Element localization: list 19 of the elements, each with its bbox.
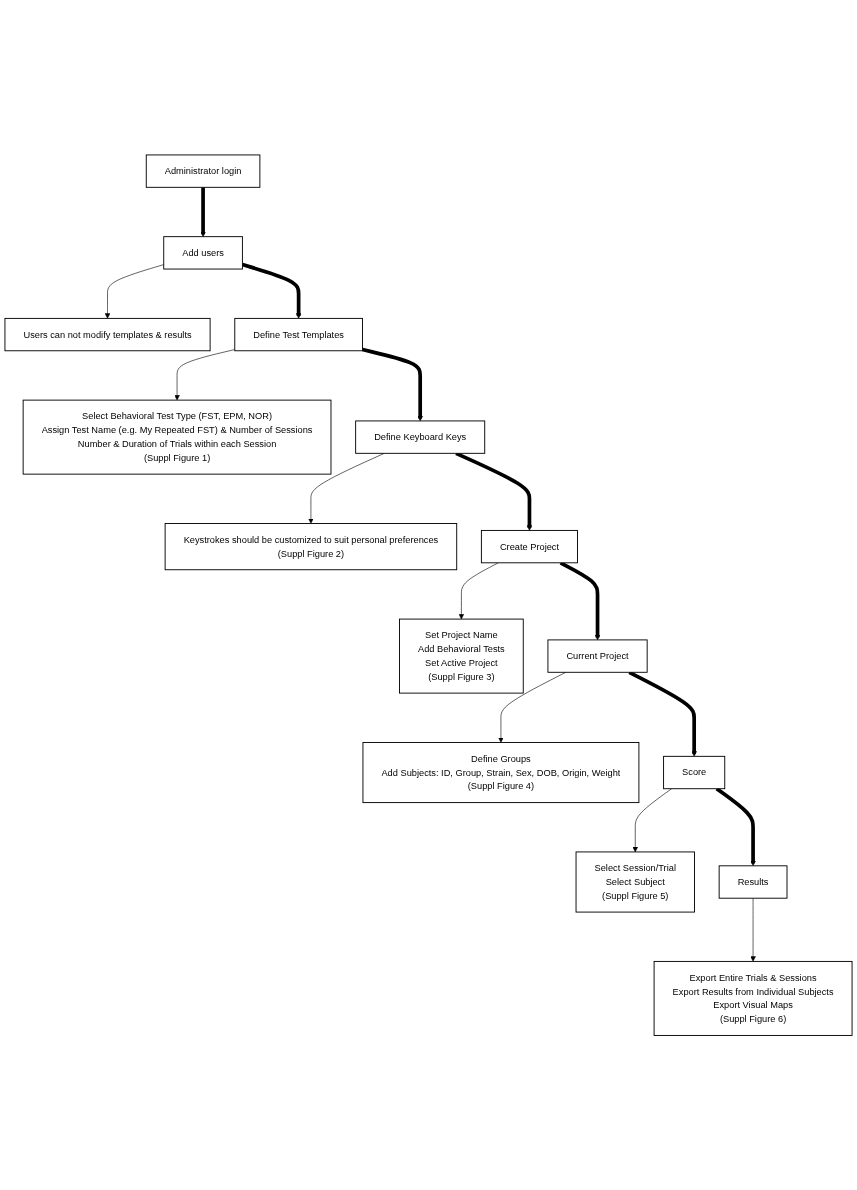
node-box: Define Keyboard Keys: [355, 420, 486, 454]
node-box: Create Project: [480, 529, 578, 564]
node-box: Define Test Templates: [234, 317, 363, 352]
node-box: Administrator login: [145, 154, 261, 188]
node-box: Users can not modify templates & results: [4, 317, 211, 352]
arrow: [362, 347, 423, 421]
node-box: Score: [663, 755, 726, 789]
node-box: Select Behavioral Test Type (FST, EPM, NOR) Assign Test Name (e.g. My Repeated FST) & Number of Sessions Number & Duration of Trials within each Session (Suppl Figure 1): [22, 399, 332, 475]
node-box: Export Entire Trials & Sessions Export Results from Individual Subjects Export Visual Maps (Suppl Figure 6): [653, 960, 853, 1036]
node-box: Define Groups Add Subjects: ID, Group, Strain, Sex, DOB, Origin, Weight (Suppl Figure 4): [362, 741, 640, 803]
node-box: Select Session/Trial Select Subject (Suppl Figure 5): [575, 851, 695, 913]
node-box: Results: [718, 865, 788, 899]
node-box: Keystrokes should be customized to suit personal preferences (Suppl Figure 2): [164, 522, 458, 571]
arrow: [715, 787, 756, 866]
node-box: Add users: [163, 236, 243, 270]
node-box: Set Project Name Add Behavioral Tests Set Active Project (Suppl Figure 3): [399, 618, 524, 694]
arrow: [241, 262, 302, 319]
arrow: [200, 187, 206, 237]
node-box: Current Project: [547, 639, 648, 673]
